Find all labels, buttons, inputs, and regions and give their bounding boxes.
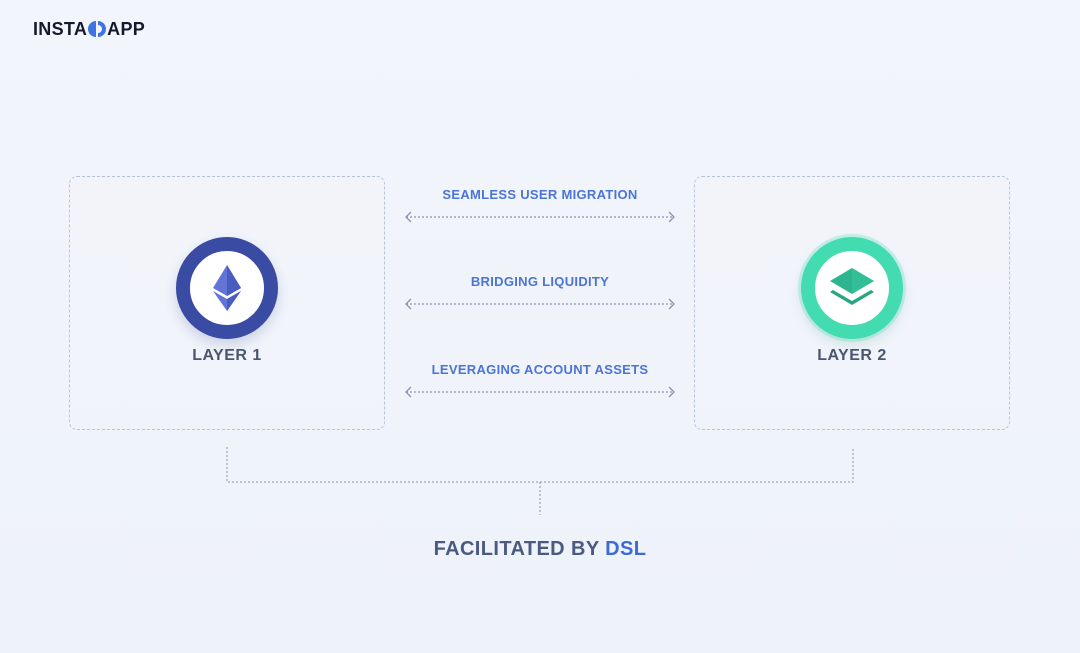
footer-prefix: FACILITATED BY [433,538,606,560]
bidirectional-arrow-icon [405,211,675,223]
connector-bracket [226,447,854,515]
facilitated-by-title: FACILITATED BY DSL [0,538,1080,561]
layer-2-card: LAYER 2 [694,176,1010,430]
logo-text-right: APP [107,18,146,39]
bidirectional-arrow-icon [405,386,675,398]
link-label-assets: LEVERAGING ACCOUNT ASSETS [431,362,649,377]
layers-icon [830,268,874,305]
instadapp-logo-icon [88,20,107,38]
ethereum-icon [213,265,241,311]
instadapp-logo: INSTA APP [33,18,145,40]
layer-2-label: LAYER 2 [817,347,887,364]
link-label-migration: SEAMLESS USER MIGRATION [442,187,638,202]
bidirectional-arrow-icon [405,298,675,310]
layer-1-badge [176,237,278,339]
logo-text-left: INSTA [33,18,88,39]
layer-1-card: LAYER 1 [69,176,385,430]
layer-1-label: LAYER 1 [192,347,262,364]
layer-2-badge [801,237,903,339]
footer-accent: DSL [605,538,647,560]
link-label-liquidity: BRIDGING LIQUIDITY [470,274,610,289]
